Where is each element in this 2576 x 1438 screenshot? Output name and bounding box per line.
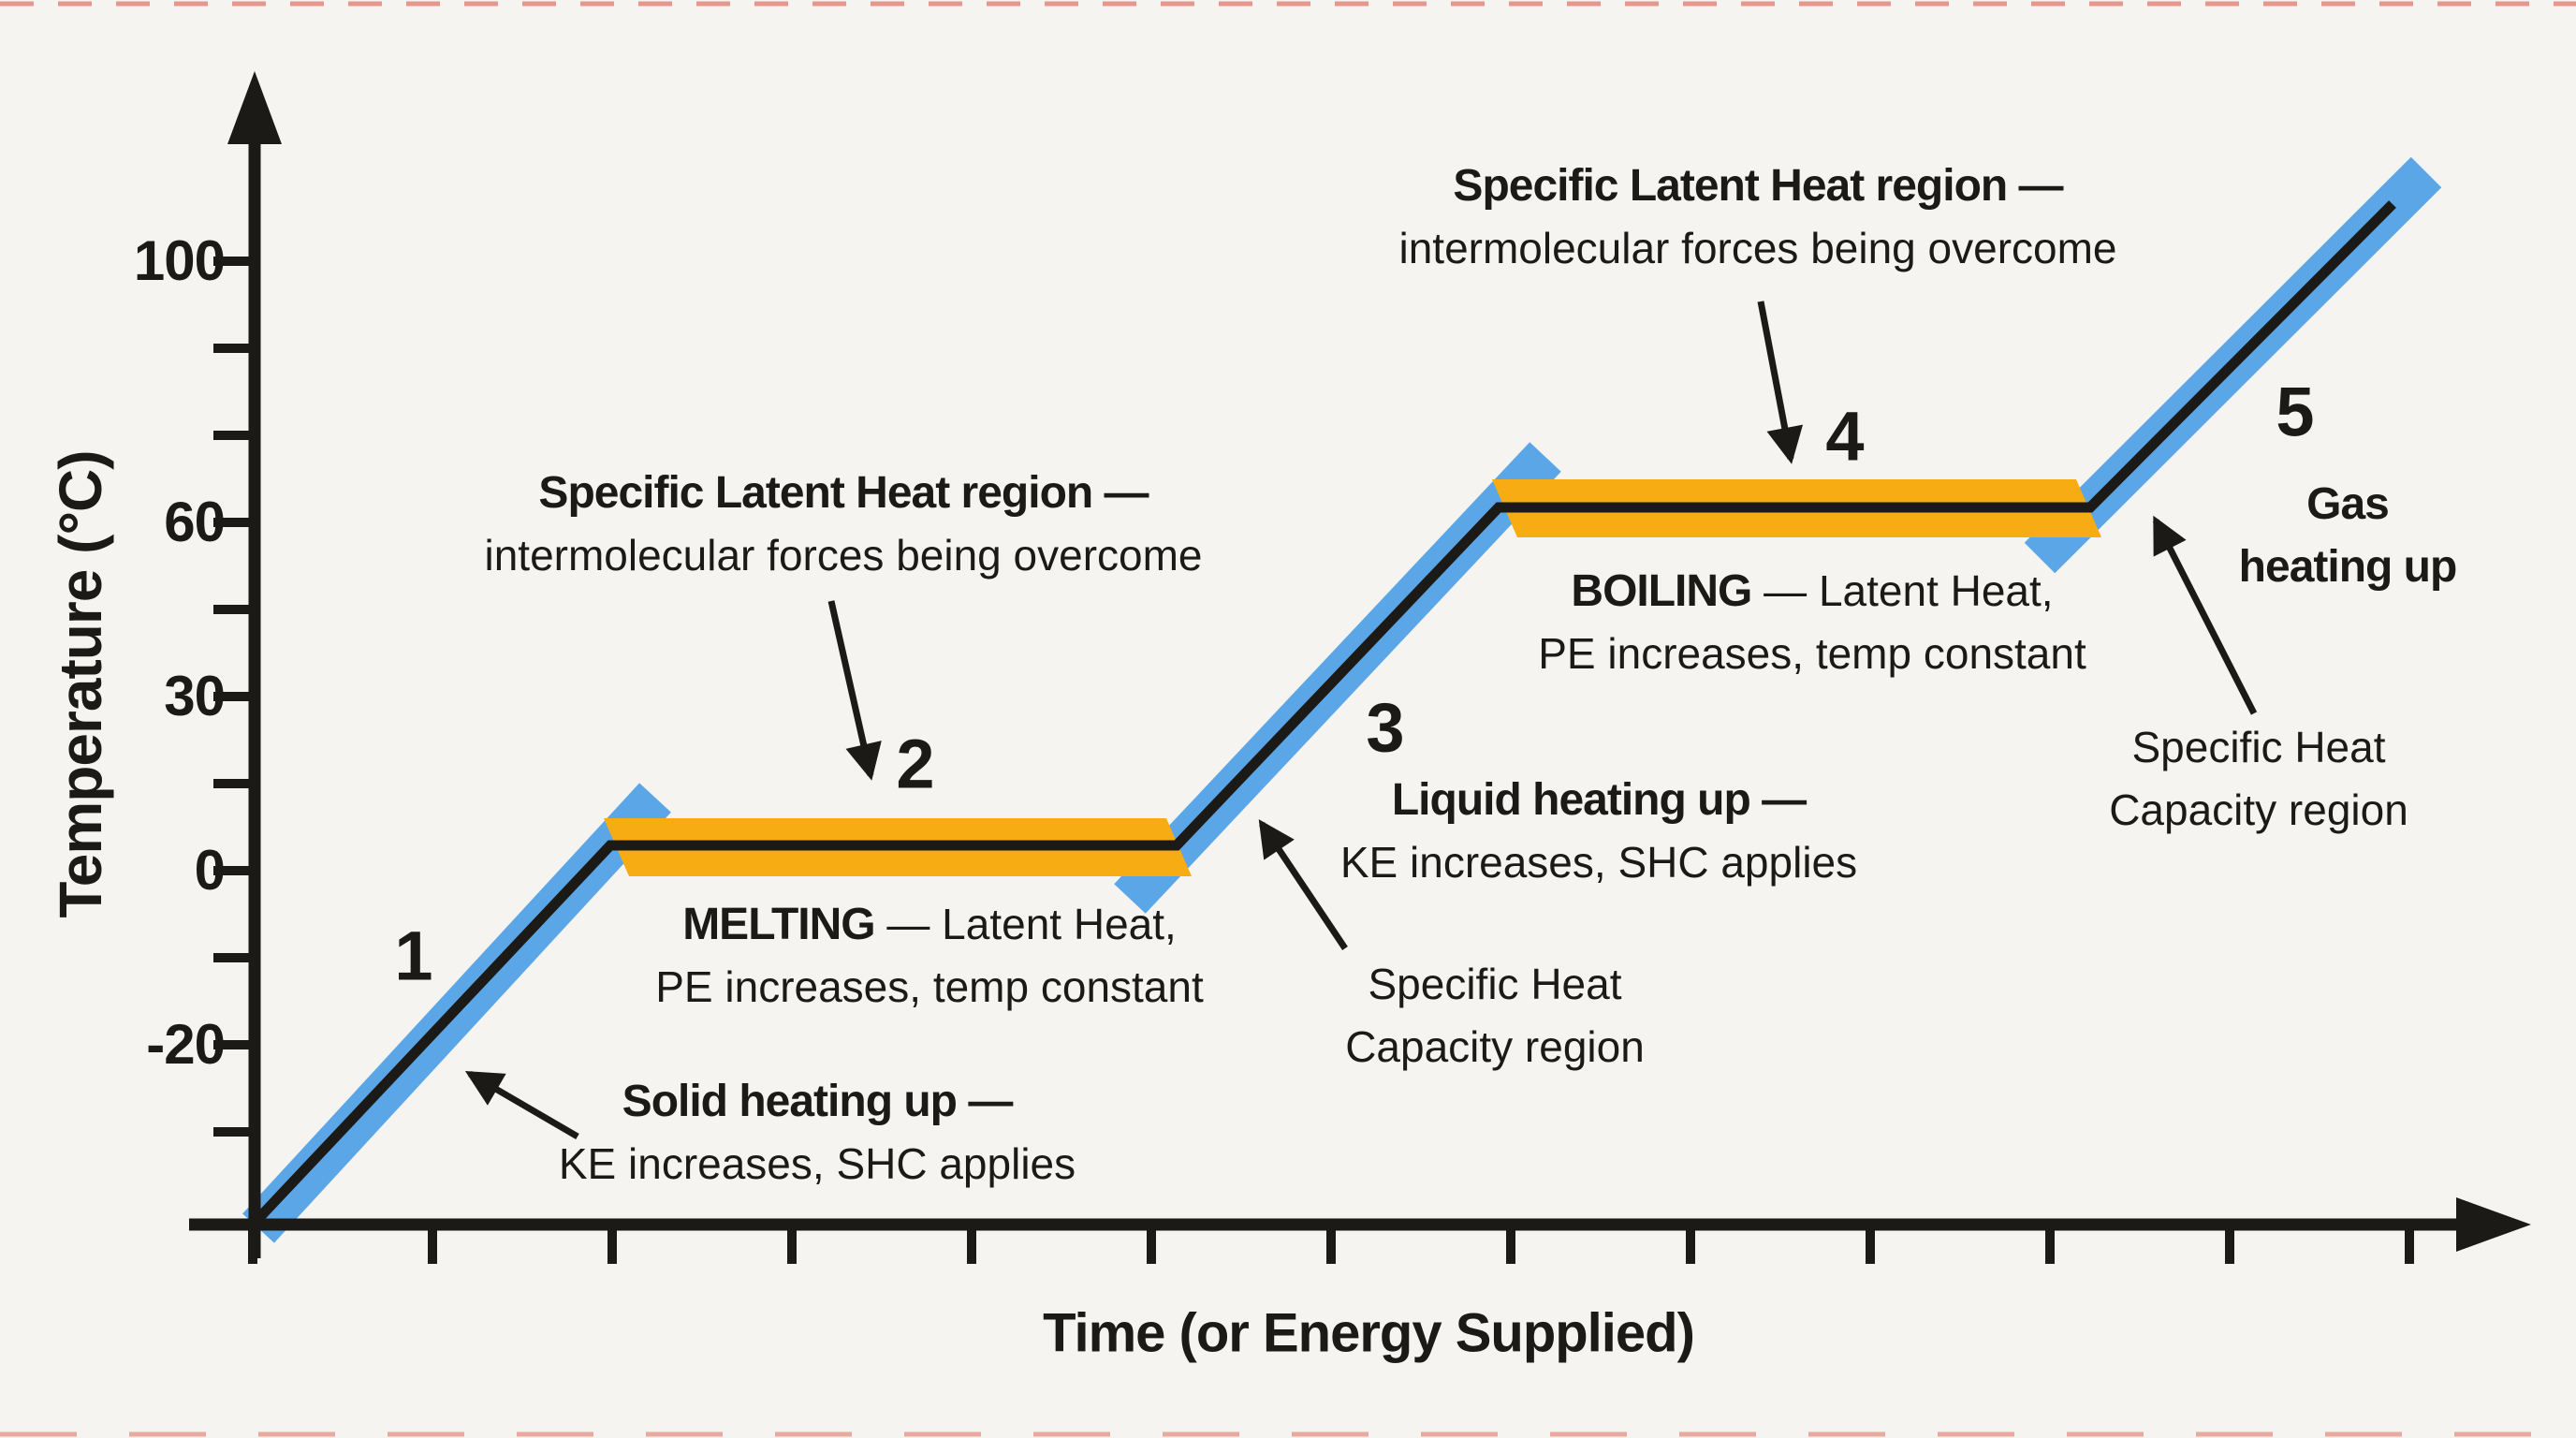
annotation-solid-heating: Solid heating up — KE increases, SHC app… [559, 1070, 1076, 1196]
y-tick-label-100: 100 [133, 229, 226, 292]
y-tick-label-0: 0 [194, 839, 226, 902]
annotation-subtext: PE increases, temp constant [1538, 629, 2086, 678]
annotation-boiling: BOILING — Latent Heat, PE increases, tem… [1538, 560, 2086, 685]
stage-number-1: 1 [394, 917, 433, 995]
arrow-shc-mid [1258, 819, 1348, 950]
annotation-shc-region-right: Specific Heat Capacity region [2109, 716, 2408, 842]
arrow-solid-heating [464, 1070, 579, 1140]
annotation-heading: Specific Latent Heat region — [538, 468, 1149, 518]
y-axis-arrowhead-icon [227, 71, 282, 144]
arrow-shc-right [2152, 515, 2258, 715]
annotation-heading: BOILING — Latent Heat, [1571, 566, 2054, 616]
annotation-subtext: intermolecular forces being overcome [484, 531, 1203, 580]
x-axis-title: Time (or Energy Supplied) [1043, 1302, 1695, 1364]
stage-number-4: 4 [1825, 397, 1865, 476]
annotation-subtext: KE increases, SHC applies [1339, 838, 1858, 887]
annotation-heading: heating up [2238, 542, 2458, 592]
annotation-subtext: intermolecular forces being overcome [1398, 224, 2117, 272]
annotation-line: Capacity region [2109, 785, 2408, 834]
y-axis-ticks [213, 257, 255, 1137]
stage-number-2: 2 [896, 725, 935, 803]
x-axis-ticks [248, 1225, 2414, 1264]
annotation-heading: Solid heating up — [622, 1077, 1014, 1126]
annotation-line: Specific Heat [2131, 723, 2386, 771]
annotation-latent-heat-top: Specific Latent Heat region — intermolec… [1398, 154, 2116, 280]
annotation-heading: Specific Latent Heat region — [1453, 161, 2063, 211]
arrow-latent-top [1757, 301, 1804, 464]
stage-number-5: 5 [2276, 373, 2315, 451]
annotation-heading: Liquid heating up — [1391, 775, 1807, 825]
y-tick-label-neg20: -20 [146, 1013, 226, 1076]
annotation-heading: MELTING — Latent Heat, [682, 900, 1177, 949]
annotation-line: Capacity region [1345, 1022, 1645, 1071]
x-axis-arrowhead-icon [2456, 1197, 2531, 1252]
arrow-latent-left [827, 600, 882, 781]
annotation-latent-heat-left: Specific Latent Heat region — intermolec… [484, 462, 1202, 587]
y-tick-label-30: 30 [164, 665, 226, 727]
annotation-heading: Gas [2306, 479, 2390, 529]
heating-curve-line [250, 200, 2396, 1226]
y-tick-label-60: 60 [164, 491, 226, 553]
annotation-subtext: PE increases, temp constant [655, 962, 1204, 1011]
stage-number-3: 3 [1366, 688, 1405, 767]
y-axis-title: Temperature (°C) [47, 450, 114, 918]
annotation-gas-heating: Gas heating up [2238, 473, 2458, 598]
annotation-arrows [464, 301, 2258, 1140]
annotation-liquid-heating: Liquid heating up — KE increases, SHC ap… [1340, 769, 1857, 894]
annotation-melting: MELTING — Latent Heat, PE increases, tem… [655, 893, 1204, 1019]
annotation-subtext: KE increases, SHC applies [558, 1139, 1076, 1188]
annotation-shc-region-mid: Specific Heat Capacity region [1345, 953, 1645, 1078]
annotation-line: Specific Heat [1368, 960, 1622, 1008]
